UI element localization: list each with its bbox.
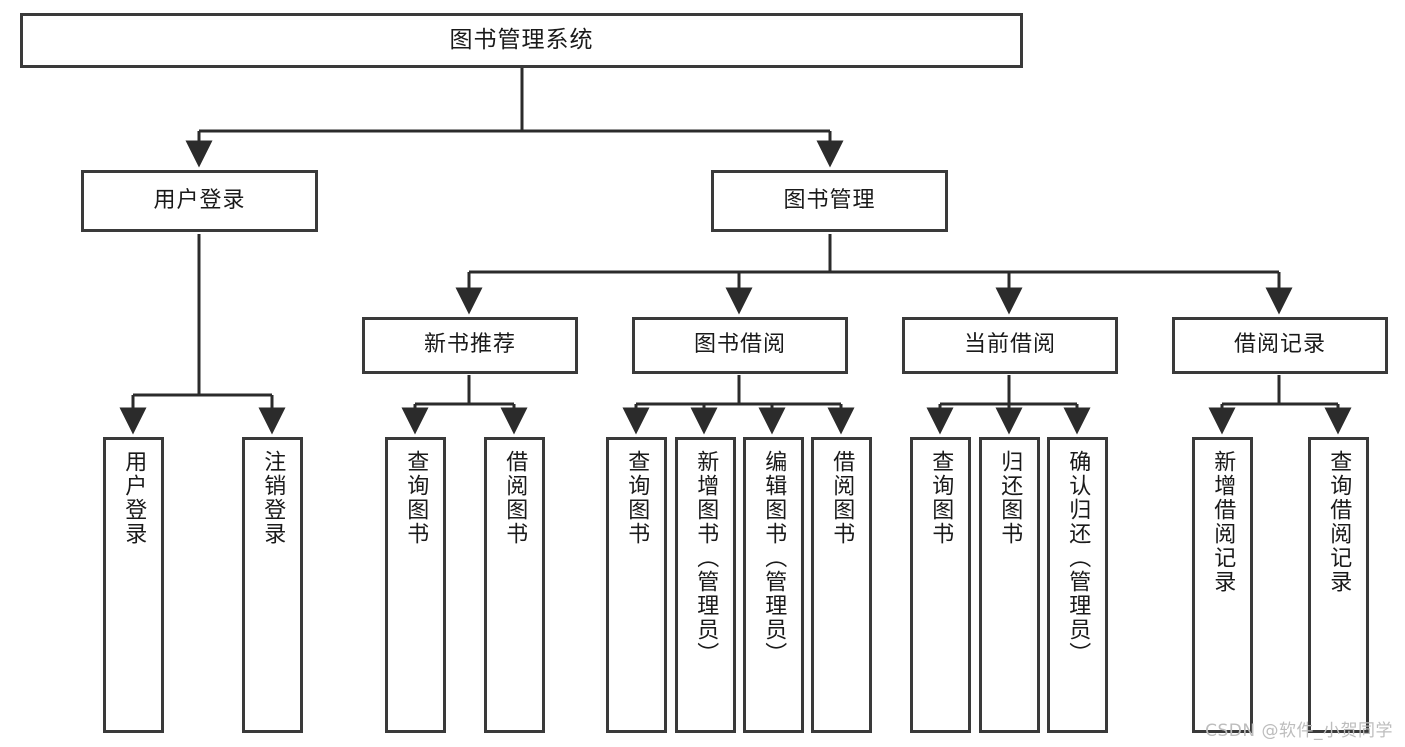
node-leaf-query-book-recommend[interactable]: 查询图书 — [385, 437, 446, 733]
node-leaf-edit-book-admin[interactable]: 编辑图书（管理员） — [743, 437, 804, 733]
node-label: 用户登录 — [121, 450, 147, 546]
node-label: 查询借阅记录 — [1326, 450, 1352, 594]
node-label: 图书管理 — [783, 187, 876, 213]
node-label: 查询图书 — [403, 450, 429, 546]
node-label: 新增借阅记录 — [1210, 450, 1236, 594]
node-label: 确认归还（管理员） — [1065, 450, 1091, 666]
node-new-book-recommend[interactable]: 新书推荐 — [362, 317, 578, 374]
node-book-borrow[interactable]: 图书借阅 — [632, 317, 848, 374]
node-leaf-query-book-current[interactable]: 查询图书 — [910, 437, 971, 733]
node-current-borrow[interactable]: 当前借阅 — [902, 317, 1118, 374]
node-label: 新书推荐 — [423, 332, 516, 358]
node-label: 图书管理系统 — [449, 26, 594, 53]
node-leaf-borrow-book[interactable]: 借阅图书 — [811, 437, 872, 733]
node-label: 图书借阅 — [693, 332, 786, 358]
node-leaf-query-borrow-record[interactable]: 查询借阅记录 — [1308, 437, 1369, 733]
node-leaf-confirm-return-admin[interactable]: 确认归还（管理员） — [1047, 437, 1108, 733]
node-label: 查询图书 — [624, 450, 650, 546]
node-label: 借阅图书 — [502, 450, 528, 546]
node-borrow-record[interactable]: 借阅记录 — [1172, 317, 1388, 374]
node-leaf-query-book-borrow[interactable]: 查询图书 — [606, 437, 667, 733]
node-label: 查询图书 — [928, 450, 954, 546]
node-label: 用户登录 — [153, 187, 246, 213]
node-label: 当前借阅 — [963, 332, 1056, 358]
node-label: 编辑图书（管理员） — [761, 450, 787, 666]
node-label: 注销登录 — [260, 450, 286, 546]
node-leaf-user-login[interactable]: 用户登录 — [103, 437, 164, 733]
node-leaf-borrow-book-recommend[interactable]: 借阅图书 — [484, 437, 545, 733]
node-leaf-logout[interactable]: 注销登录 — [242, 437, 303, 733]
csdn-watermark: CSDN @软件_小贺同学 — [1205, 721, 1393, 741]
node-leaf-return-book[interactable]: 归还图书 — [979, 437, 1040, 733]
node-label: 新增图书（管理员） — [693, 450, 719, 666]
node-user-login[interactable]: 用户登录 — [81, 170, 318, 232]
node-label: 借阅图书 — [829, 450, 855, 546]
node-leaf-add-book-admin[interactable]: 新增图书（管理员） — [675, 437, 736, 733]
node-leaf-add-borrow-record[interactable]: 新增借阅记录 — [1192, 437, 1253, 733]
node-book-management[interactable]: 图书管理 — [711, 170, 948, 232]
node-label: 借阅记录 — [1233, 332, 1326, 358]
node-root-book-management-system[interactable]: 图书管理系统 — [20, 13, 1023, 68]
node-label: 归还图书 — [997, 450, 1023, 546]
